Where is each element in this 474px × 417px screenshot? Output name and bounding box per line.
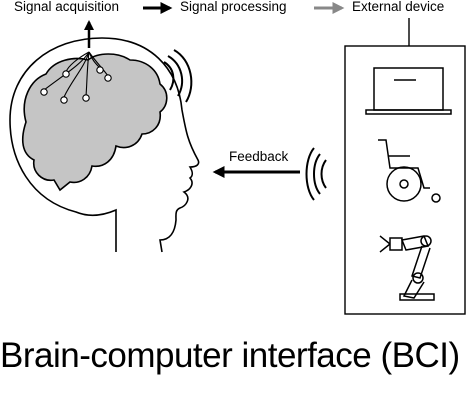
wheelchair-icon — [378, 139, 441, 203]
signal-acquisition-label: Signal acquisition — [14, 0, 120, 14]
signal-processing-label: Signal processing — [180, 0, 287, 14]
diagram-title: Brain-computer interface (BCI) — [0, 336, 460, 375]
robotic-arm-icon — [379, 235, 435, 301]
brain-icon — [21, 53, 168, 192]
feedback-label: Feedback — [229, 149, 289, 164]
external-device-label: External device — [352, 0, 445, 14]
electrode-icon — [40, 66, 112, 104]
head-icon — [9, 37, 200, 253]
external-device-box — [344, 45, 466, 315]
laptop-icon — [365, 67, 452, 115]
electrode-wires — [43, 51, 109, 98]
wireless-signal-icon — [163, 49, 193, 103]
wireless-signal-icon — [305, 147, 327, 201]
